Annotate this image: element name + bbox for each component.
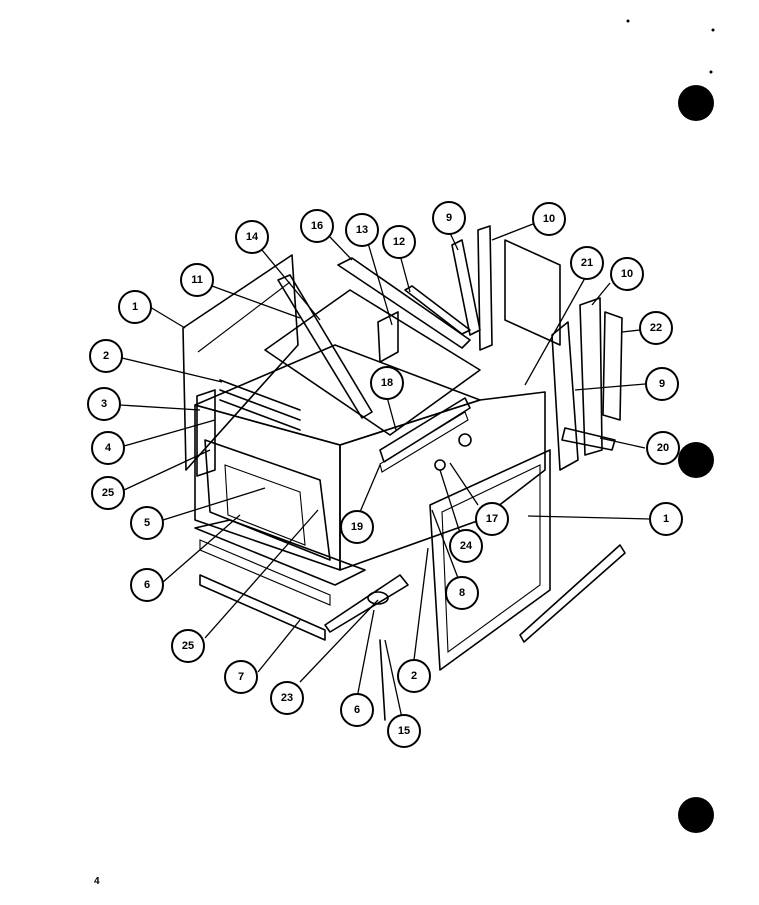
oven-box-right: [339, 391, 546, 571]
svg-text:23: 23: [281, 692, 293, 704]
svg-text:16: 16: [311, 220, 323, 232]
callout: 23: [270, 681, 304, 715]
front-frame: [196, 389, 216, 477]
binder-hole-top: [678, 85, 714, 121]
side-trim-9-lower: [551, 321, 579, 471]
scan-speck: [711, 28, 715, 32]
svg-text:21: 21: [581, 257, 593, 269]
svg-text:14: 14: [246, 231, 259, 243]
side-trim-10-lower: [579, 297, 603, 456]
svg-text:4: 4: [105, 442, 112, 454]
callout: 8: [445, 576, 479, 610]
diagonal-brace: [519, 544, 626, 643]
oven-opening: [204, 439, 331, 561]
callout: 5: [130, 506, 164, 540]
top-panel: [264, 289, 481, 436]
control-rail: [379, 397, 471, 463]
svg-text:6: 6: [354, 704, 360, 716]
callout: 3: [87, 387, 121, 421]
callout: 24: [449, 529, 483, 563]
svg-text:1: 1: [132, 301, 138, 313]
drawer-panel: [194, 519, 366, 586]
bottom-panel: [199, 574, 326, 641]
svg-text:11: 11: [191, 274, 203, 286]
callout: 2: [89, 339, 123, 373]
rear-rail-12: [404, 285, 471, 335]
left-side-panel: [182, 254, 299, 471]
callout: 1: [118, 290, 152, 324]
callout: 6: [340, 693, 374, 727]
bracket-13: [377, 311, 399, 363]
callout: 17: [475, 502, 509, 536]
svg-text:18: 18: [381, 377, 393, 389]
svg-text:24: 24: [460, 540, 473, 552]
trim-20: [561, 427, 616, 451]
binder-hole-bottom: [678, 797, 714, 833]
right-side-panel: [429, 449, 551, 671]
top-strip: [277, 274, 373, 419]
svg-text:3: 3: [101, 398, 107, 410]
callout: 13: [345, 213, 379, 247]
callout: 19: [340, 510, 374, 544]
svg-text:22: 22: [650, 322, 662, 334]
callout: 10: [532, 202, 566, 236]
cabinet-line-art: [182, 225, 626, 721]
callout: 11: [180, 263, 214, 297]
scan-speck: [709, 70, 713, 74]
callout: 2: [397, 659, 431, 693]
svg-text:9: 9: [659, 378, 665, 390]
side-panel-10: [504, 239, 561, 346]
callout: 9: [432, 201, 466, 235]
svg-text:5: 5: [144, 517, 150, 529]
binder-holes: [678, 85, 714, 833]
callout: 25: [91, 476, 125, 510]
svg-text:1: 1: [663, 513, 669, 525]
svg-text:6: 6: [144, 579, 150, 591]
svg-text:10: 10: [621, 268, 633, 280]
rear-rail: [337, 257, 471, 349]
page-number: 4: [94, 876, 100, 887]
svg-text:12: 12: [393, 236, 405, 248]
svg-text:15: 15: [398, 725, 410, 737]
callout: 1: [649, 502, 683, 536]
side-rail-22: [602, 311, 623, 421]
svg-text:19: 19: [351, 521, 363, 533]
svg-text:8: 8: [459, 587, 465, 599]
callouts: 1 2 3 4 25 5 6 25 7 23 6 15 2 8 24 17 1 …: [87, 201, 683, 748]
svg-text:25: 25: [182, 640, 194, 652]
svg-text:13: 13: [356, 224, 368, 236]
leader-lines: [119, 223, 651, 719]
oven-box-top: [194, 344, 481, 446]
svg-text:9: 9: [446, 212, 452, 224]
side-trim-9-top: [451, 239, 481, 336]
callout: 22: [639, 311, 673, 345]
callout: 9: [645, 367, 679, 401]
callout: 10: [610, 257, 644, 291]
callout: 21: [570, 246, 604, 280]
callout: 20: [646, 431, 680, 465]
oven-box-front: [194, 404, 341, 571]
callout: 15: [387, 714, 421, 748]
callout: 6: [130, 568, 164, 602]
callout: 14: [235, 220, 269, 254]
scan-speck: [626, 19, 630, 23]
callout: 4: [91, 431, 125, 465]
svg-text:25: 25: [102, 487, 114, 499]
callout: 7: [224, 660, 258, 694]
svg-text:20: 20: [657, 442, 669, 454]
callout: 16: [300, 209, 334, 243]
callout: 18: [370, 366, 404, 400]
callout: 12: [382, 225, 416, 259]
binder-hole-middle: [678, 442, 714, 478]
callout: 25: [171, 629, 205, 663]
svg-text:2: 2: [411, 670, 417, 682]
svg-text:2: 2: [103, 350, 109, 362]
svg-text:7: 7: [238, 671, 244, 683]
svg-text:10: 10: [543, 213, 555, 225]
side-trim-10-top: [477, 225, 493, 351]
svg-text:17: 17: [486, 513, 498, 525]
